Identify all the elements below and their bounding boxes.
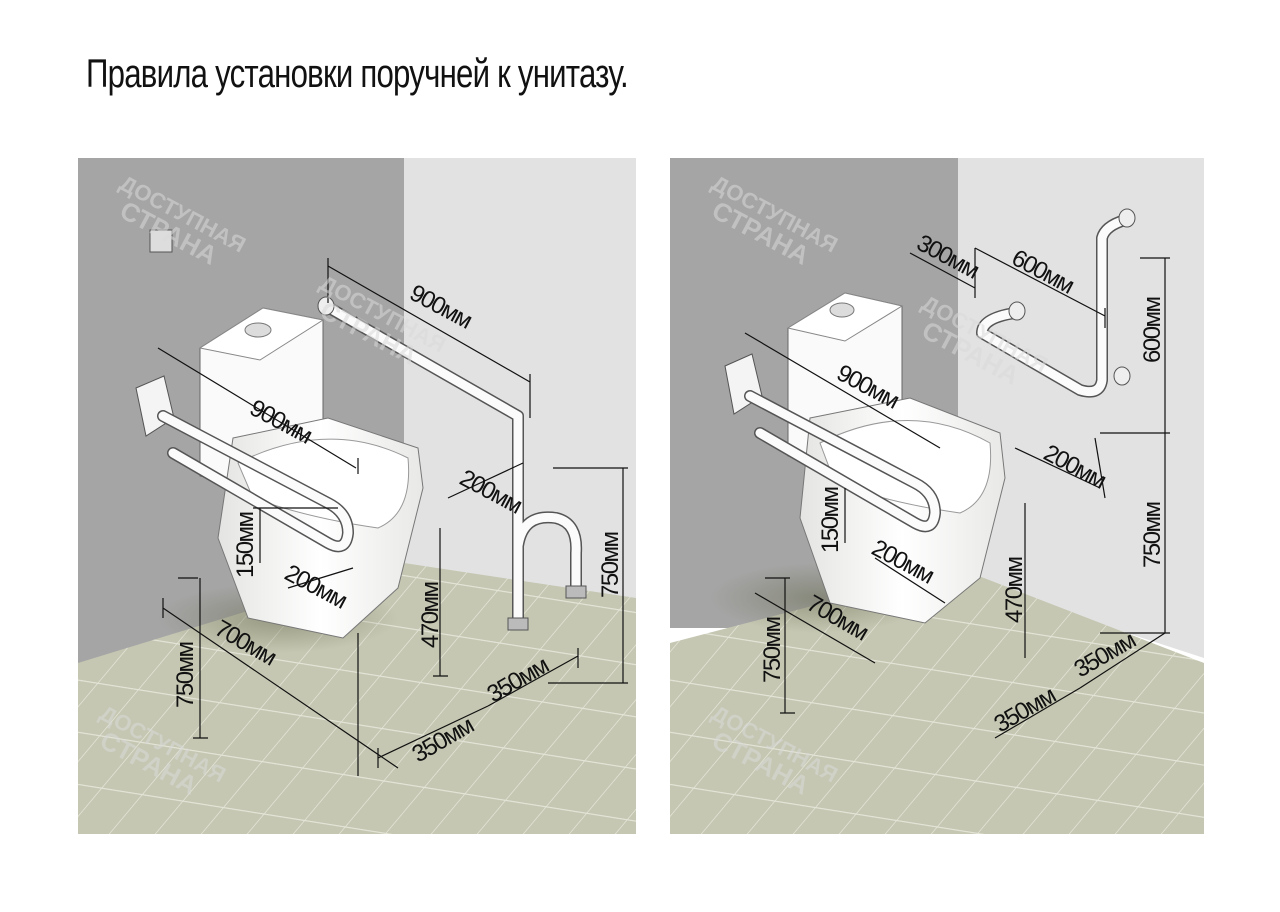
- rail-foot: [565, 585, 587, 599]
- side-wall: [958, 158, 1204, 658]
- dim-h750-left: 750мм: [172, 642, 199, 708]
- dim-h600: 600мм: [1139, 297, 1166, 363]
- page-title: Правила установки поручней к унитазу.: [86, 52, 629, 96]
- rail-mount: [1118, 208, 1136, 228]
- dim-h750-right: 750мм: [1139, 502, 1166, 568]
- dimension-lines: [744, 247, 1170, 739]
- rail-mount: [317, 296, 335, 316]
- dim-h470: 470мм: [1001, 557, 1028, 623]
- dim-h750-left: 750мм: [759, 617, 786, 683]
- left-diagram: 900мм 900мм 200мм 200мм 150мм 470мм 750м…: [78, 158, 636, 834]
- dim-h150: 150мм: [232, 512, 259, 578]
- rail-mount: [1008, 301, 1026, 321]
- dim-h150: 150мм: [817, 487, 844, 553]
- left-diagram-svg: 900мм 900мм 200мм 200мм 150мм 470мм 750м…: [78, 158, 636, 834]
- right-diagram-svg: 300мм 600мм 600мм 900мм 200мм 200мм 150м…: [670, 158, 1204, 834]
- rail-foot: [507, 617, 529, 631]
- dim-h470: 470мм: [417, 582, 444, 648]
- rail-mount: [1113, 366, 1131, 386]
- dimension-lines: [157, 258, 628, 776]
- floor: [670, 568, 1204, 834]
- right-diagram: 300мм 600мм 600мм 900мм 200мм 200мм 150м…: [670, 158, 1204, 834]
- dim-h750-right: 750мм: [597, 532, 624, 598]
